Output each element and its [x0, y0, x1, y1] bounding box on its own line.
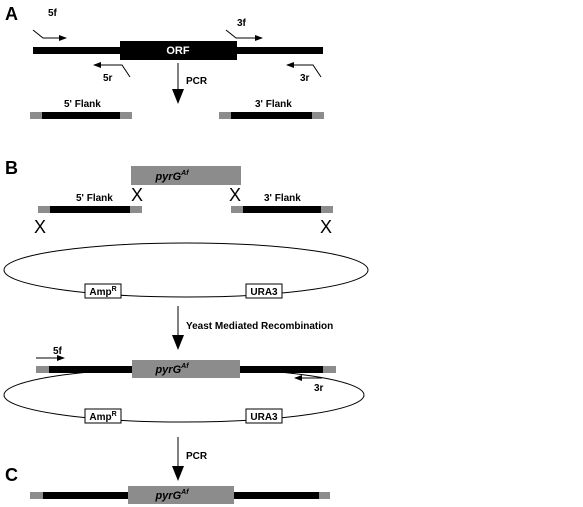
recombination-arrow-head [172, 335, 184, 350]
flank3-label-a: 3' Flank [255, 99, 292, 110]
crossover-x-3: X [34, 217, 46, 237]
flank5-b-body [50, 206, 130, 213]
flank5-a-left-tag [30, 112, 42, 119]
flank3-b-right-tag [321, 206, 333, 213]
orf-label: ORF [166, 45, 190, 57]
primer-3f-label: 3f [237, 18, 247, 29]
crossover-x-1: X [131, 185, 143, 205]
plasmid-vector-1 [3, 242, 369, 298]
pyrg-label-c: pyrGAf [154, 489, 189, 502]
final-3flank [234, 492, 319, 499]
orf-box [120, 41, 237, 60]
ura3-box-1 [245, 283, 283, 299]
final-right-tag [319, 492, 330, 499]
primer-3r-label-b: 3r [314, 383, 324, 394]
panel-b-label: B [5, 158, 18, 178]
panel-c-label: C [5, 465, 18, 485]
ura3-label-2: URA3 [250, 412, 278, 423]
recombination-label: Yeast Mediated Recombination [186, 321, 333, 332]
flank3-a-left-tag [219, 112, 231, 119]
flank3-a-right-tag [312, 112, 324, 119]
crossover-x-2: X [229, 185, 241, 205]
ura3-box-2 [245, 408, 283, 424]
flank5-b-left-tag [38, 206, 50, 213]
pcr-arrow-a-head [172, 89, 184, 104]
flank5-label-b: 5' Flank [76, 193, 113, 204]
crossover-x-4: X [320, 217, 332, 237]
final-5flank [43, 492, 128, 499]
pcr-label-a: PCR [186, 76, 208, 87]
primer-5r-arrow [93, 62, 131, 78]
cassette-b-left-tag [36, 366, 49, 373]
ampr-box-1 [84, 283, 122, 299]
flank5-b-right-tag [130, 206, 142, 213]
final-left-tag [30, 492, 43, 499]
pyrg-box-b [132, 360, 240, 378]
flank5-a-body [42, 112, 120, 119]
pcr-arrow-b-head [172, 466, 184, 481]
ampr-box-2 [84, 408, 122, 424]
primer-5f-label-b: 5f [53, 346, 63, 357]
panel-a-label: A [5, 4, 18, 24]
ampr-label-2: AmpR [89, 411, 116, 423]
pyrg-marker-box [131, 166, 241, 185]
ura3-label-1: URA3 [250, 287, 278, 298]
flank3-b-left-tag [231, 206, 243, 213]
flank3-a-body [231, 112, 312, 119]
cassette-b-3flank [240, 366, 323, 373]
flank5-a-right-tag [120, 112, 132, 119]
primer-5f-arrow [32, 29, 67, 41]
flank3-label-b: 3' Flank [264, 193, 301, 204]
pyrg-marker-label: pyrGAf [154, 170, 189, 183]
ampr-label-1: AmpR [89, 286, 116, 298]
pyrg-label-b: pyrGAf [154, 363, 189, 376]
flank3-b-body [243, 206, 321, 213]
primer-3r-label: 3r [300, 73, 310, 84]
pcr-label-b: PCR [186, 451, 208, 462]
primer-3r-arrow [286, 62, 322, 78]
cassette-b-right-tag [323, 366, 336, 373]
primer-5r-label: 5r [103, 73, 113, 84]
primer-3f-arrow [225, 29, 263, 41]
pyrg-box-c [128, 486, 234, 504]
cassette-b-5flank [49, 366, 132, 373]
flank5-label-a: 5' Flank [64, 99, 101, 110]
primer-5f-label: 5f [48, 8, 58, 19]
